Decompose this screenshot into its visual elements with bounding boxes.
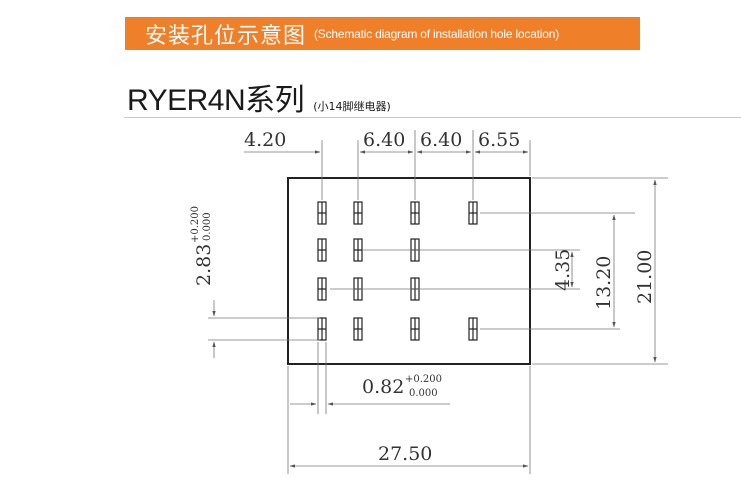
series-note: (小14脚继电器) (313, 100, 391, 113)
hole (353, 238, 363, 262)
series-heading: RYER4N系列 (小14脚继电器) (127, 75, 391, 119)
hole (468, 317, 478, 341)
hole (468, 201, 478, 225)
dim-row-pitch: 2.83 +0.200 0.000 (190, 206, 215, 286)
dim-hole-width: 0.82 +0.200 0.000 (362, 374, 442, 399)
section-banner: 安装孔位示意图 (Schematic diagram of installati… (125, 17, 640, 50)
hole (317, 277, 327, 301)
divider (124, 117, 741, 118)
series-title: RYER4N系列 (127, 84, 305, 117)
hole (317, 201, 327, 225)
dim-hole-width-value: 0.82 (362, 376, 404, 398)
hole (410, 317, 420, 341)
dim-pitch-d: 6.55 (478, 129, 520, 151)
relay-outline (287, 177, 531, 365)
dim-pitch-a: 4.20 (244, 129, 286, 151)
dim-span-medium: 13.20 (593, 256, 615, 310)
hole (317, 317, 327, 341)
banner-subtitle: (Schematic diagram of installation hole … (314, 26, 560, 41)
dim-row-pitch-value: 2.83 (193, 244, 215, 286)
dim-span-medium-value: 13.20 (593, 256, 615, 310)
dim-span-small: 4.35 (552, 249, 574, 291)
dim-height-value: 21.00 (634, 250, 656, 304)
banner-title: 安装孔位示意图 (145, 23, 307, 49)
dim-row-pitch-tol-upper: +0.200 (190, 206, 201, 243)
dim-hole-width-tol-upper: +0.200 (405, 374, 442, 385)
dim-hole-width-tol-lower: 0.000 (409, 388, 438, 399)
dim-span-small-value: 4.35 (552, 249, 574, 291)
dim-row-pitch-tol-lower: 0.000 (202, 212, 213, 241)
dim-width: 27.50 (378, 443, 432, 465)
dim-height: 21.00 (634, 250, 656, 304)
hole (353, 317, 363, 341)
hole (353, 201, 363, 225)
dim-pitch-c: 6.40 (420, 129, 462, 151)
hole-grid (317, 201, 478, 341)
hole (317, 238, 327, 262)
dim-pitch-b: 6.40 (363, 129, 405, 151)
dimension-lines (208, 130, 668, 474)
hole (410, 201, 420, 225)
